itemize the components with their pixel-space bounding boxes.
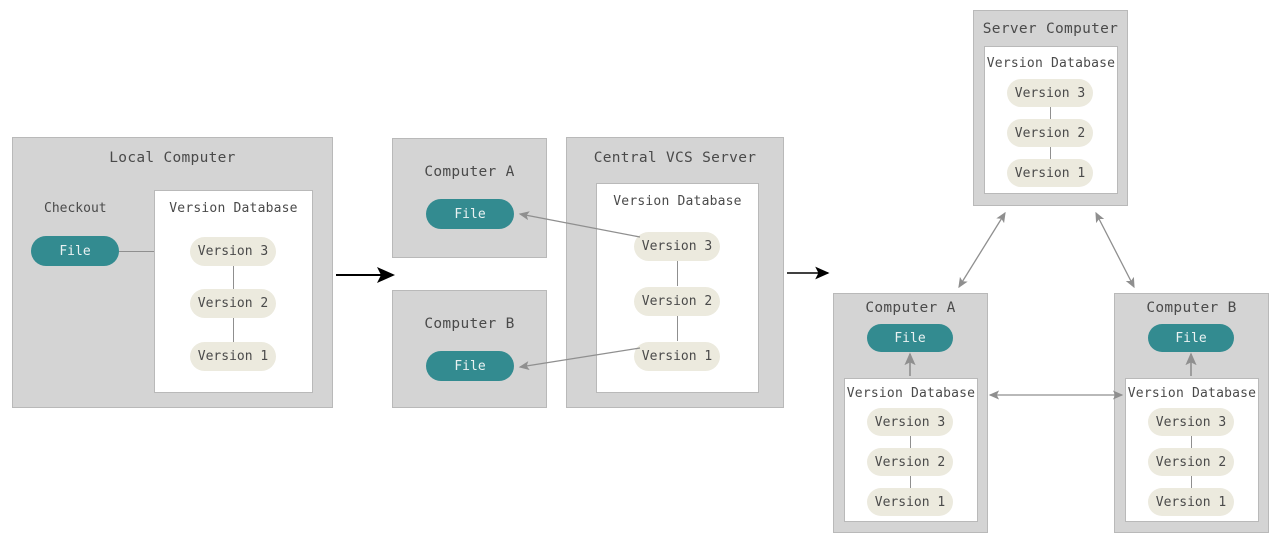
panel-title-computer-a-distributed: Computer A	[865, 300, 956, 316]
pill-version-1-computer-b-distributed[interactable]: Version 1	[1148, 488, 1234, 516]
panel-title-computer-a-central: Computer A	[424, 164, 515, 180]
pill-file-computer-a-central[interactable]: File	[426, 199, 514, 229]
subpanel-title-version-database-local: Version Database	[169, 201, 298, 216]
subpanel-title-version-database-computer-b-distributed: Version Database	[1127, 386, 1257, 401]
arrow-server-to-computer-b	[1095, 211, 1135, 289]
pill-version-2-server[interactable]: Version 2	[1007, 119, 1093, 147]
connector-v2-v1-computer-a-distributed	[910, 476, 911, 489]
connector-v2-v1-local	[233, 318, 234, 342]
panel-computer-b-central	[392, 290, 547, 408]
pill-version-3-computer-b-distributed[interactable]: Version 3	[1148, 408, 1234, 436]
panel-title-computer-b-central: Computer B	[424, 316, 515, 332]
pill-file-computer-b-distributed[interactable]: File	[1148, 324, 1234, 352]
connector-v3-v2-computer-a-distributed	[910, 436, 911, 449]
pill-version-3-computer-a-distributed[interactable]: Version 3	[867, 408, 953, 436]
subpanel-title-version-database-central: Version Database	[613, 194, 742, 209]
pill-version-1-server[interactable]: Version 1	[1007, 159, 1093, 187]
connector-v3-v2-server	[1050, 107, 1051, 120]
pill-version-1-central[interactable]: Version 1	[634, 342, 720, 371]
subpanel-title-version-database-computer-a-distributed: Version Database	[846, 386, 976, 401]
connector-v3-v2-computer-b-distributed	[1191, 436, 1192, 449]
pill-file-computer-b-central[interactable]: File	[426, 351, 514, 381]
connector-v2-v1-computer-b-distributed	[1191, 476, 1192, 489]
pill-version-2-local[interactable]: Version 2	[190, 289, 276, 318]
pill-version-1-computer-a-distributed[interactable]: Version 1	[867, 488, 953, 516]
panel-title-computer-b-distributed: Computer B	[1146, 300, 1237, 316]
panel-title-central-vcs-server: Central VCS Server	[593, 150, 757, 166]
connector-v3-v2-central	[677, 261, 678, 286]
pill-version-2-computer-b-distributed[interactable]: Version 2	[1148, 448, 1234, 476]
panel-title-local-computer: Local Computer	[109, 150, 236, 166]
pill-version-3-server[interactable]: Version 3	[1007, 79, 1093, 107]
connector-v2-v1-server	[1050, 147, 1051, 160]
connector-v2-v1-central	[677, 316, 678, 341]
arrow-server-to-computer-a	[958, 211, 1006, 289]
pill-version-3-central[interactable]: Version 3	[634, 232, 720, 261]
pill-file-computer-a-distributed[interactable]: File	[867, 324, 953, 352]
subpanel-title-version-database-server: Version Database	[986, 56, 1116, 71]
connector-v3-v2-local	[233, 266, 234, 289]
pill-file-local[interactable]: File	[31, 236, 119, 266]
pill-version-2-central[interactable]: Version 2	[634, 287, 720, 316]
panel-computer-a-central	[392, 138, 547, 258]
panel-title-server-computer: Server Computer	[982, 21, 1119, 37]
pill-version-2-computer-a-distributed[interactable]: Version 2	[867, 448, 953, 476]
pill-version-3-local[interactable]: Version 3	[190, 237, 276, 266]
pill-version-1-local[interactable]: Version 1	[190, 342, 276, 371]
label-checkout: Checkout	[44, 201, 107, 216]
